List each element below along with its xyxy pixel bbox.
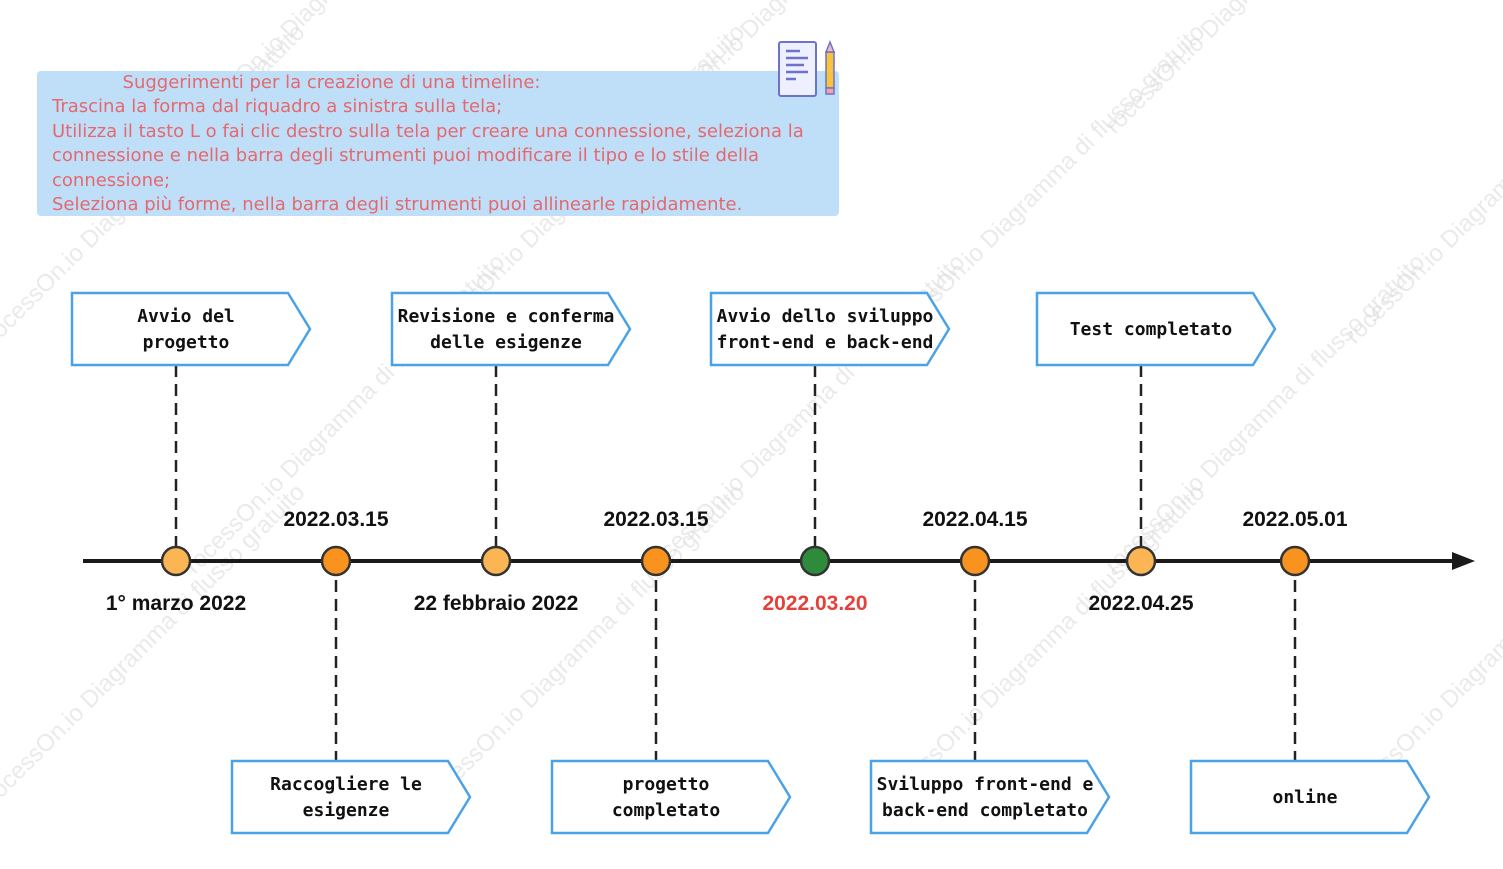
milestone-box bbox=[230, 759, 472, 835]
tips-panel: Suggerimenti per la creazione di una tim… bbox=[37, 71, 839, 216]
milestone-box bbox=[1189, 759, 1431, 835]
milestone-date: 2022.03.15 bbox=[283, 508, 388, 531]
milestone-box bbox=[390, 291, 632, 367]
milestone-box bbox=[70, 291, 312, 367]
tip-line-2: Utilizza il tasto L o fai clic destro su… bbox=[52, 120, 804, 191]
milestone-dot bbox=[640, 545, 672, 577]
milestone-title: esigenze bbox=[303, 800, 390, 821]
milestone-title: Avvio del bbox=[137, 306, 235, 327]
milestone-dot bbox=[1279, 545, 1311, 577]
milestone-title: Avvio dello sviluppo bbox=[717, 306, 934, 327]
milestone-box bbox=[709, 291, 951, 367]
milestone-dot bbox=[320, 545, 352, 577]
milestone-box bbox=[869, 759, 1111, 835]
milestone-title: progetto bbox=[143, 332, 230, 353]
milestone-title: Test completato bbox=[1070, 319, 1233, 340]
document-pencil-icon bbox=[778, 39, 836, 97]
tips-title: Suggerimenti per la creazione di una tim… bbox=[122, 72, 541, 93]
milestone-date: 2022.03.20 bbox=[762, 592, 867, 615]
milestone-title: Revisione e conferma bbox=[398, 306, 615, 327]
milestone-date: 22 febbraio 2022 bbox=[414, 592, 579, 615]
milestone-date: 2022.04.15 bbox=[922, 508, 1027, 531]
milestone-title: online bbox=[1272, 787, 1337, 808]
milestone-dot bbox=[1125, 545, 1157, 577]
milestone-dot bbox=[480, 545, 512, 577]
milestone-title: front-end e back-end bbox=[717, 332, 934, 353]
milestone-date: 2022.03.15 bbox=[603, 508, 708, 531]
milestone-box bbox=[550, 759, 792, 835]
milestone-title: delle esigenze bbox=[430, 332, 582, 353]
milestone-title: Raccogliere le bbox=[270, 774, 422, 795]
milestone-date: 2022.05.01 bbox=[1242, 508, 1347, 531]
milestone-dot bbox=[959, 545, 991, 577]
milestone-date: 1° marzo 2022 bbox=[106, 592, 246, 615]
timeline-arrow bbox=[1452, 552, 1475, 570]
milestone-title: progetto bbox=[623, 774, 710, 795]
milestone-title: back-end completato bbox=[882, 800, 1088, 821]
milestone-title: completato bbox=[612, 800, 720, 821]
milestone-title: Sviluppo front-end e bbox=[877, 774, 1094, 795]
milestone-dot bbox=[160, 545, 192, 577]
milestone-dot bbox=[799, 545, 831, 577]
milestone-date: 2022.04.25 bbox=[1088, 592, 1193, 615]
milestone-box bbox=[1035, 291, 1277, 367]
tip-line-3: Seleziona più forme, nella barra degli s… bbox=[52, 194, 743, 216]
tip-line-1: Trascina la forma dal riquadro a sinistr… bbox=[52, 96, 503, 118]
